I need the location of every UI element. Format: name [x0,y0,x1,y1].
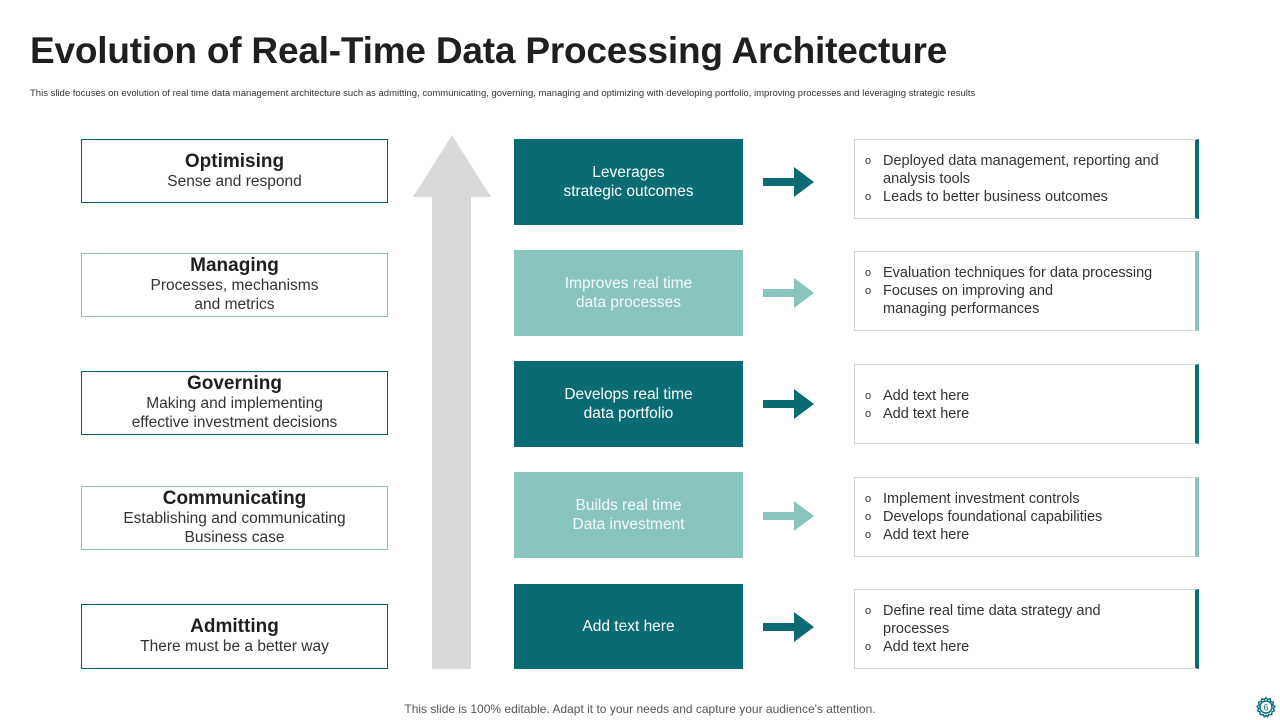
bullet-text: Add text here [883,388,970,404]
bullet-text: Add text here [883,639,970,655]
bullet-text: Focuses on improving and managing perfor… [883,283,1054,317]
detail-box-3: o Add text here o Add text here [854,364,1199,444]
stage-description: Establishing and communicating Business … [123,510,346,546]
right-arrow-icon [763,612,814,642]
bullet-marker: o [865,493,872,505]
bullet-marker: o [865,390,872,402]
bullet-text: Define real time data strategy and proce… [883,603,1101,637]
bullet-marker: o [865,641,872,653]
bullet-marker: o [865,408,872,420]
footer-note: This slide is 100% editable. Adapt it to… [404,702,876,716]
gear-icon: 6 [1256,696,1276,718]
stage-description: Processes, mechanisms and metrics [150,277,319,313]
stage-box-governing: Governing Making and implementing effect… [81,371,388,435]
bullet-item: o Add text here [865,638,1185,656]
bullet-item: o Leads to better business outcomes [865,188,1185,206]
stage-heading: Governing [186,373,282,394]
outcome-box-5: Add text here [514,584,743,669]
stage-heading: Optimising [184,150,285,172]
stage-heading: Communicating [162,488,307,509]
detail-box-1: o Deployed data management, reporting an… [854,139,1199,219]
slide-title: Evolution of Real-Time Data Processing A… [30,30,948,71]
detail-box-5: o Define real time data strategy and pro… [854,589,1199,669]
bullet-marker: o [865,155,872,167]
right-arrow-icon [763,501,814,531]
outcome-box-2: Improves real time data processes [514,250,743,336]
stage-box-admitting: Admitting There must be a better way [81,604,388,669]
bullet-text: Add text here [883,527,970,543]
stage-description: There must be a better way [140,638,329,655]
bullet-marker: o [865,529,872,541]
bullet-marker: o [865,285,872,297]
right-arrow-icon [763,278,814,308]
detail-box-4: o Implement investment controls o Develo… [854,477,1199,557]
bullet-item: o Add text here [865,387,1185,405]
bullet-item: o Focuses on improving and managing perf… [865,282,1185,318]
bullet-marker: o [865,605,872,617]
bullet-item: o Add text here [865,405,1185,423]
right-arrow-icon [763,389,814,419]
stage-box-communicating: Communicating Establishing and communica… [81,486,388,550]
detail-box-2: o Evaluation techniques for data process… [854,251,1199,331]
bullet-item: o Implement investment controls [865,490,1185,508]
stage-box-optimising: Optimising Sense and respond [81,139,388,203]
bullet-item: o Add text here [865,526,1185,544]
page-number: 6 [1263,703,1268,713]
bullet-item: o Deployed data management, reporting an… [865,152,1185,188]
outcome-box-3: Develops real time data portfolio [514,361,743,447]
stage-description: Sense and respond [167,172,302,190]
bullet-text: Develops foundational capabilities [883,509,1103,525]
stage-box-managing: Managing Processes, mechanisms and metri… [81,253,388,317]
bullet-text: Deployed data management, reporting and … [883,153,1159,187]
outcome-box-4: Builds real time Data investment [514,472,743,558]
bullet-text: Add text here [883,406,970,422]
bullet-text: Leads to better business outcomes [883,189,1108,205]
stage-heading: Admitting [190,616,279,637]
stage-description: Making and implementing effective invest… [131,395,338,431]
bullet-item: o Evaluation techniques for data process… [865,264,1185,282]
right-arrow-icon [763,167,814,197]
outcome-box-1: Leverages strategic outcomes [514,139,743,225]
bullet-marker: o [865,267,872,279]
stage-heading: Managing [190,255,279,276]
bullet-text: Implement investment controls [883,491,1080,507]
up-arrow-icon [413,135,491,669]
bullet-item: o Define real time data strategy and pro… [865,602,1185,638]
slide-subtitle: This slide focuses on evolution of real … [30,88,976,99]
bullet-marker: o [865,511,872,523]
bullet-marker: o [865,191,872,203]
bullet-text: Evaluation techniques for data processin… [883,265,1153,281]
bullet-item: o Develops foundational capabilities [865,508,1185,526]
